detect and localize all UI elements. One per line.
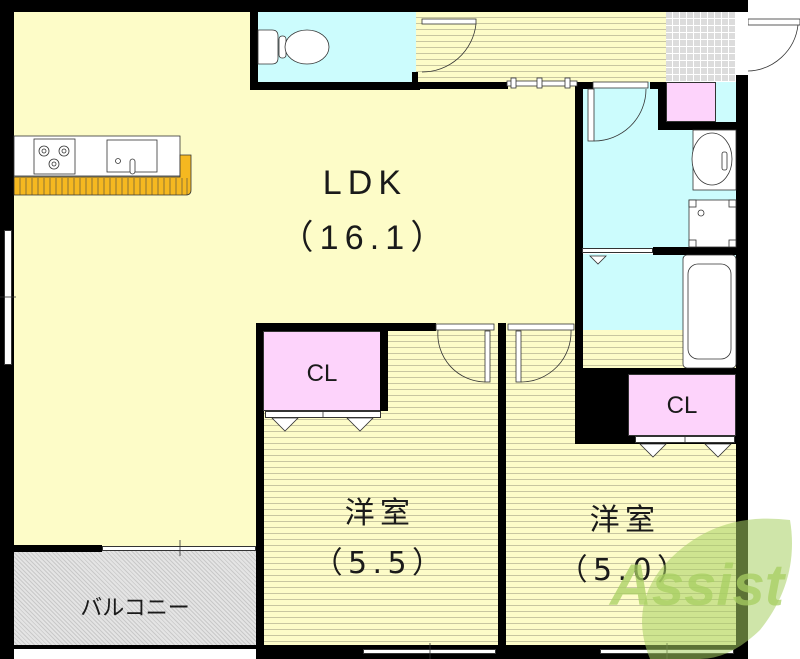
wall	[658, 82, 666, 130]
ldk-label: LDK	[322, 164, 408, 202]
ldk-size: （16.1）	[279, 219, 451, 257]
closet-1-label: CL	[306, 360, 338, 387]
window-room1	[363, 649, 496, 654]
washing-machine-pan-icon	[688, 199, 737, 248]
hallway-sliding-door[interactable]	[506, 77, 578, 89]
wall	[250, 0, 258, 90]
bathtub-icon	[682, 254, 737, 369]
western-room-1-label: 洋室	[344, 496, 416, 531]
wall	[256, 323, 436, 331]
wall	[14, 545, 102, 552]
toilet-door[interactable]	[421, 18, 477, 73]
room-1-door[interactable]	[435, 323, 495, 383]
washbasin-icon	[691, 129, 737, 191]
wall	[0, 645, 258, 649]
room-2-door[interactable]	[507, 323, 575, 383]
entrance-door[interactable]	[736, 12, 800, 75]
wall	[256, 323, 264, 659]
window-balcony[interactable]	[102, 546, 256, 551]
balcony-floor	[14, 551, 258, 645]
wall	[658, 122, 736, 130]
wall	[653, 247, 736, 255]
sink-icon	[106, 139, 158, 175]
wall	[575, 82, 583, 442]
sliding-door[interactable]	[582, 248, 653, 253]
toilet-icon	[257, 29, 330, 65]
wall	[420, 82, 508, 89]
wall	[412, 72, 418, 90]
balcony-label: バルコニー	[80, 596, 190, 621]
wall	[0, 0, 748, 12]
western-room-2-label: 洋室	[589, 503, 661, 538]
bath-door-marker	[589, 255, 607, 265]
closet-2	[628, 374, 736, 436]
wall	[250, 82, 420, 90]
wall	[498, 323, 506, 659]
washroom-door[interactable]	[587, 81, 649, 142]
wall	[380, 331, 388, 411]
wall	[736, 75, 748, 659]
kitchen-counter	[13, 135, 192, 196]
wall	[583, 82, 593, 89]
closet-1-door-markers	[271, 411, 374, 432]
closet-2-door-markers	[639, 436, 732, 458]
western-room-2-size: （5.0）	[557, 553, 693, 588]
hallway-floor	[416, 12, 666, 82]
stove-icon	[33, 138, 76, 175]
closet-2-label: CL	[666, 392, 698, 419]
window-left	[4, 230, 12, 365]
western-room-1-size: （5.5）	[312, 546, 448, 581]
shoe-closet	[666, 82, 716, 122]
wall	[736, 0, 748, 12]
